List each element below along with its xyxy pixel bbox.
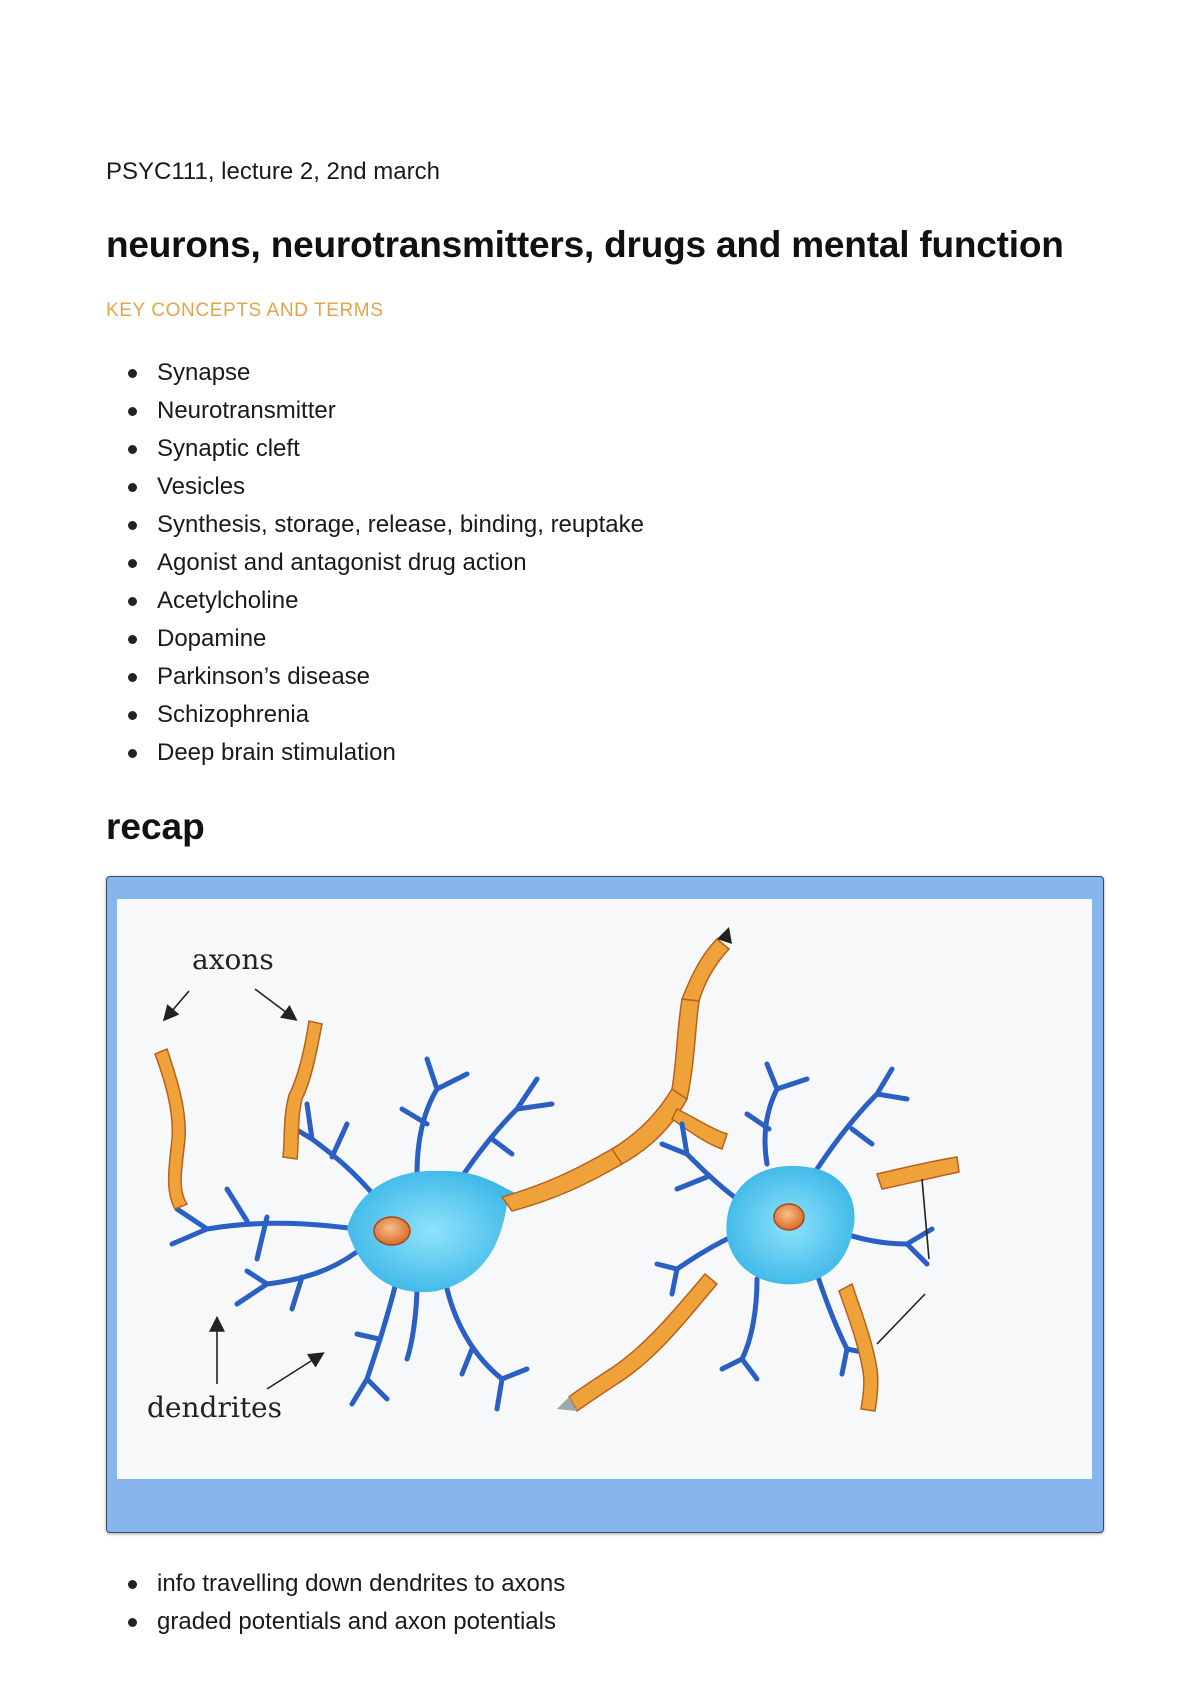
neuron-diagram: axons dendrites — [147, 927, 960, 1424]
list-item: Acetylcholine — [106, 582, 644, 620]
bullet-icon — [128, 559, 137, 568]
list-item: info travelling down dendrites to axons — [106, 1565, 565, 1603]
list-item: Synapse — [106, 354, 644, 392]
bullet-icon — [128, 521, 137, 530]
list-item-text: Neurotransmitter — [157, 397, 336, 424]
list-item: Dopamine — [106, 620, 644, 658]
list-item-text: Agonist and antagonist drug action — [157, 549, 527, 576]
list-item-text: Vesicles — [157, 473, 246, 500]
left-neuron-axon — [500, 937, 731, 1212]
list-item-text: Synaptic cleft — [157, 435, 300, 462]
list-item: Synthesis, storage, release, binding, re… — [106, 506, 644, 544]
right-neuron-axons — [568, 1156, 960, 1413]
bullet-icon — [128, 673, 137, 682]
list-item-text: Synthesis, storage, release, binding, re… — [157, 511, 644, 538]
bullet-icon — [128, 369, 137, 378]
list-item: Deep brain stimulation — [106, 734, 644, 772]
recap-list: info travelling down dendrites to axons … — [106, 1565, 565, 1641]
course-line: PSYC111, lecture 2, 2nd march — [106, 158, 440, 185]
list-item: Agonist and antagonist drug action — [106, 544, 644, 582]
left-axon-arrowhead — [717, 927, 732, 944]
page-title: neurons, neurotransmitters, drugs and me… — [106, 224, 1064, 265]
dendrites-label: dendrites — [147, 1391, 282, 1424]
list-item-text: Schizophrenia — [157, 701, 310, 728]
list-item-text: Acetylcholine — [157, 587, 299, 614]
bullet-icon — [128, 635, 137, 644]
bullet-icon — [128, 483, 137, 492]
list-item-text: graded potentials and axon potentials — [157, 1608, 556, 1635]
bullet-icon — [128, 597, 137, 606]
list-item-text: Parkinson’s disease — [157, 663, 371, 690]
left-neuron-body — [347, 1170, 517, 1293]
bullet-icon — [128, 711, 137, 720]
bullet-icon — [128, 407, 137, 416]
list-item: graded potentials and axon potentials — [106, 1603, 565, 1641]
annotation-lines — [162, 988, 930, 1390]
right-nucleus — [773, 1203, 805, 1231]
list-item: Synaptic cleft — [106, 430, 644, 468]
axons-label: axons — [192, 943, 274, 976]
bullet-icon — [128, 1618, 137, 1627]
right-axon-end — [557, 1397, 577, 1411]
neuron-illustration: axons dendrites — [117, 899, 1092, 1479]
list-item-text: Dopamine — [157, 625, 267, 652]
list-item-text: Deep brain stimulation — [157, 739, 396, 766]
recap-heading: recap — [106, 806, 205, 847]
list-item: Neurotransmitter — [106, 392, 644, 430]
key-concepts-label: KEY CONCEPTS AND TERMS — [106, 300, 384, 321]
neuron-figure: axons dendrites — [106, 876, 1104, 1533]
list-item-text: info travelling down dendrites to axons — [157, 1570, 566, 1597]
incoming-axons — [154, 1020, 323, 1210]
list-item-text: Synapse — [157, 359, 251, 386]
bullet-icon — [128, 445, 137, 454]
list-item: Schizophrenia — [106, 696, 644, 734]
list-item: Parkinson’s disease — [106, 658, 644, 696]
left-neuron-dendrites — [169, 1056, 555, 1412]
key-concepts-list: Synapse Neurotransmitter Synaptic cleft … — [106, 354, 644, 772]
bullet-icon — [128, 749, 137, 758]
left-nucleus — [373, 1216, 411, 1246]
list-item: Vesicles — [106, 468, 644, 506]
bullet-icon — [128, 1580, 137, 1589]
